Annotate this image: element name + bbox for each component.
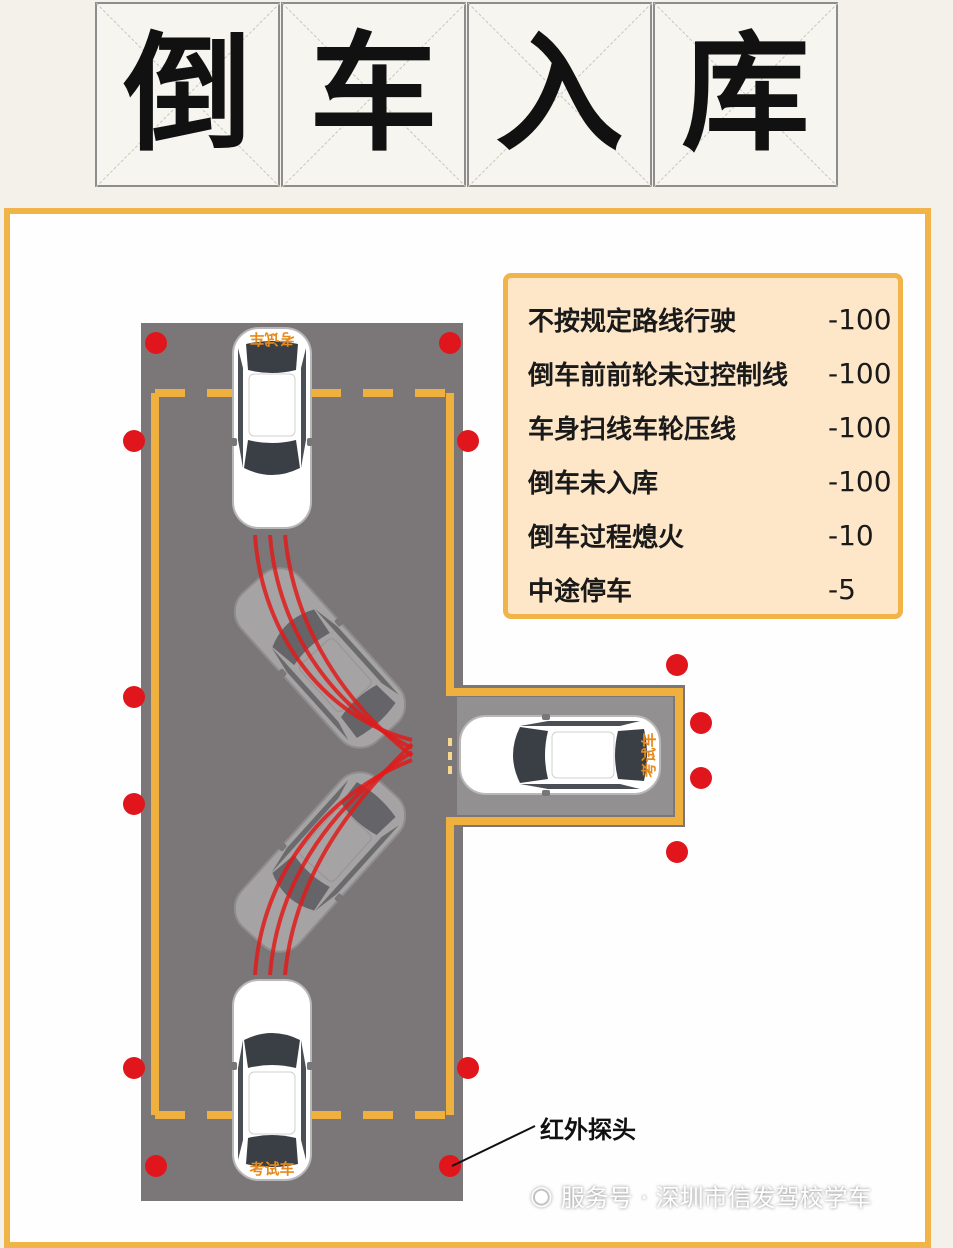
penalty-row: 车身扫线车轮压线 -100: [528, 400, 898, 454]
penalty-rule: 倒车未入库: [528, 468, 659, 499]
infrared-probe: [457, 430, 479, 452]
infrared-probe: [123, 430, 145, 452]
title-tile: 库: [653, 2, 838, 187]
title-tile: 倒: [95, 2, 280, 187]
title-char: 倒: [123, 19, 252, 169]
trajectory-line: [283, 742, 414, 976]
infrared-probe: [439, 1155, 461, 1177]
penalty-points: -100: [828, 356, 892, 390]
title-banner: 倒 车 入 库: [95, 2, 839, 187]
car: 考试车: [230, 327, 314, 529]
infrared-probe: [690, 712, 712, 734]
penalty-row: 中途停车 -5: [528, 562, 898, 616]
penalty-points: -100: [828, 464, 892, 498]
penalty-rule: 不按规定路线行驶: [528, 306, 737, 337]
title-tile: 车: [281, 2, 466, 187]
penalty-row: 倒车过程熄火 -10: [528, 508, 898, 562]
infrared-probe: [145, 1155, 167, 1177]
watermark-text: 服务号 · 深圳市信发驾校学车: [560, 1184, 872, 1212]
penalty-points: -10: [828, 518, 874, 552]
title-char: 车: [309, 19, 438, 169]
penalty-table: 不按规定路线行驶 -100 倒车前前轮未过控制线 -100 车身扫线车轮压线 -…: [503, 273, 903, 619]
car-plate-text: 考试车: [249, 1160, 294, 1178]
title-char: 入: [495, 19, 624, 169]
penalty-points: -100: [828, 410, 892, 444]
penalty-rule: 车身扫线车轮压线: [528, 414, 737, 445]
probe-leader-line: [451, 1125, 536, 1167]
penalty-points: -100: [828, 302, 892, 336]
penalty-row: 倒车未入库 -100: [528, 454, 898, 508]
trajectory-line: [283, 534, 414, 758]
probe-label: 红外探头: [540, 1116, 636, 1144]
infrared-probe: [690, 767, 712, 789]
penalty-row: 倒车前前轮未过控制线 -100: [528, 346, 898, 400]
wechat-icon: ◉: [530, 1180, 553, 1211]
car: 考试车: [459, 713, 661, 797]
infrared-probe: [439, 332, 461, 354]
penalty-rule: 倒车前前轮未过控制线: [528, 360, 789, 391]
infrared-probe: [666, 841, 688, 863]
watermark: ◉ 服务号 · 深圳市信发驾校学车: [530, 1178, 872, 1213]
car-plate-text: 考试车: [249, 330, 294, 348]
infrared-probe: [123, 686, 145, 708]
infrared-probe: [145, 332, 167, 354]
car-plate-text: 考试车: [640, 732, 658, 777]
penalty-points: -5: [828, 572, 856, 606]
title-tile: 入: [467, 2, 652, 187]
car: 考试车: [230, 979, 314, 1181]
infrared-probe: [123, 793, 145, 815]
penalty-row: 不按规定路线行驶 -100: [528, 292, 898, 346]
infrared-probe: [666, 654, 688, 676]
infrared-probe: [123, 1057, 145, 1079]
title-char: 库: [681, 19, 810, 169]
penalty-rule: 倒车过程熄火: [528, 522, 685, 553]
infrared-probe: [457, 1057, 479, 1079]
garage-boundary-line: [446, 393, 683, 1115]
penalty-rule: 中途停车: [528, 576, 633, 607]
